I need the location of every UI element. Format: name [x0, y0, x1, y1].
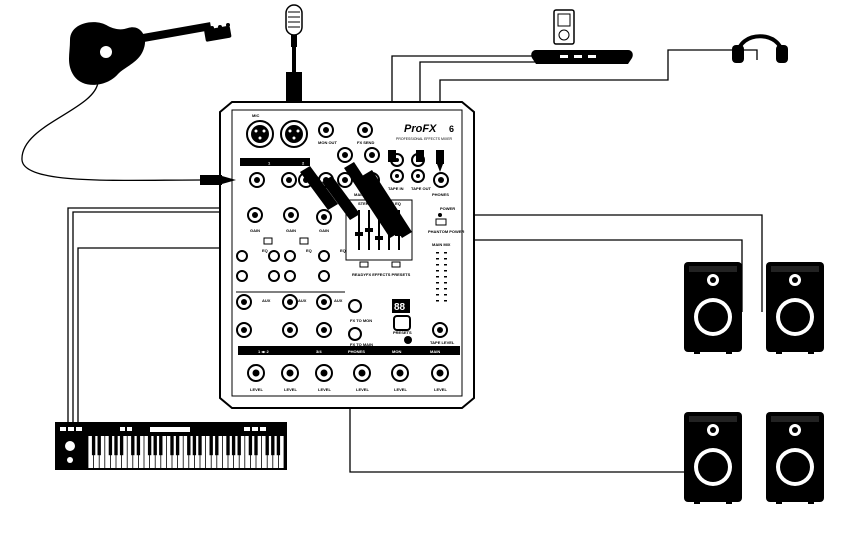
- speaker-icon: [684, 262, 742, 354]
- black-key: [271, 436, 275, 456]
- black-key: [97, 436, 101, 456]
- gain-knobs: [247, 207, 332, 225]
- svg-text:LEVEL: LEVEL: [318, 387, 331, 392]
- black-key: [215, 436, 219, 456]
- svg-text:EQ: EQ: [306, 248, 312, 253]
- black-key: [153, 436, 157, 456]
- svg-text:LEVEL: LEVEL: [394, 387, 407, 392]
- black-key: [254, 436, 258, 456]
- tape-out-label: TAPE OUT: [411, 186, 431, 191]
- main-mix-label: MAIN MIX: [432, 242, 451, 247]
- level-meter: [436, 252, 447, 302]
- section-label-3: PHONES: [348, 349, 365, 354]
- monitor-speakers: [684, 412, 824, 504]
- black-key: [147, 436, 152, 456]
- fx-to-mon-label: FX TO MON: [350, 318, 372, 323]
- channel-1-number: 1: [268, 161, 271, 166]
- svg-text:LEVEL: LEVEL: [284, 387, 297, 392]
- fx-display: [392, 299, 410, 313]
- fx-send-label: FX SEND: [357, 140, 374, 145]
- brand-subtitle: PROFESSIONAL EFFECTS MIXER: [396, 137, 453, 141]
- fx-display-value: 88: [394, 302, 406, 313]
- black-key: [159, 436, 163, 456]
- tape-level-label: TAPE LEVEL: [430, 340, 455, 345]
- acoustic-guitar-icon: [69, 22, 232, 85]
- phantom-label: PHANTOM POWER: [428, 229, 464, 234]
- section-label-5: MAIN: [430, 349, 440, 354]
- black-key: [248, 436, 253, 456]
- speaker-icon: [766, 262, 824, 354]
- black-key: [276, 436, 281, 456]
- mixer-panel: ProFX 6 PROFESSIONAL EFFECTS MIXER MIC 1…: [219, 101, 475, 409]
- cables: [21, 49, 763, 473]
- gain-label-1: GAIN: [250, 228, 260, 233]
- black-key: [108, 436, 113, 456]
- black-key: [170, 436, 174, 456]
- headphones-icon: [732, 34, 788, 63]
- black-key: [131, 436, 135, 456]
- gain-label-2: GAIN: [286, 228, 296, 233]
- eq-label: EQ: [262, 248, 268, 253]
- keyboard-icon: [55, 422, 287, 470]
- black-key: [187, 436, 191, 456]
- mic-label: MIC: [252, 113, 259, 118]
- black-key: [175, 436, 180, 456]
- svg-text:AUX: AUX: [298, 298, 307, 303]
- tape-in-label: TAPE IN: [388, 186, 404, 191]
- black-key: [91, 436, 96, 456]
- plugs: [200, 150, 444, 238]
- gain-label-3: GAIN: [319, 228, 329, 233]
- black-key: [265, 436, 269, 456]
- media-player-icon: [531, 9, 633, 64]
- phones-jack-label: PHONES: [432, 192, 449, 197]
- brand-suffix: 6: [449, 124, 454, 134]
- black-key: [237, 436, 241, 456]
- black-key: [136, 436, 141, 456]
- svg-text:AUX: AUX: [334, 298, 343, 303]
- presets-button[interactable]: [393, 315, 411, 331]
- section-label-4: MON: [392, 349, 401, 354]
- eq-knobs: [236, 250, 330, 282]
- mon-out-label: MON OUT: [318, 140, 337, 145]
- black-key: [231, 436, 236, 456]
- level-knobs: [247, 364, 449, 382]
- power-label: POWER: [440, 206, 455, 211]
- svg-text:LEVEL: LEVEL: [434, 387, 447, 392]
- brand-label: ProFX: [404, 123, 437, 135]
- level-label-1: LEVEL: [250, 387, 263, 392]
- main-speakers: [684, 262, 824, 354]
- section-label-2: 3/4: [316, 349, 322, 354]
- svg-text:LEVEL: LEVEL: [356, 387, 369, 392]
- presets-label: PRESETS: [393, 330, 412, 335]
- fx-to-main-label: FX TO MAIN: [350, 342, 373, 347]
- section-label-1: 1 ◂▸ 2: [258, 349, 269, 354]
- channel-2-number: 2: [302, 161, 305, 166]
- speaker-icon: [766, 412, 824, 504]
- black-key: [114, 436, 118, 456]
- speaker-icon: [684, 412, 742, 504]
- black-key: [209, 436, 213, 456]
- black-key: [119, 436, 124, 456]
- black-key: [226, 436, 230, 456]
- black-key: [198, 436, 202, 456]
- black-key: [192, 436, 197, 456]
- svg-text:EQ: EQ: [340, 248, 346, 253]
- readyfx-label: READYFX EFFECTS PRESETS: [352, 272, 411, 277]
- aux-label: AUX: [262, 298, 271, 303]
